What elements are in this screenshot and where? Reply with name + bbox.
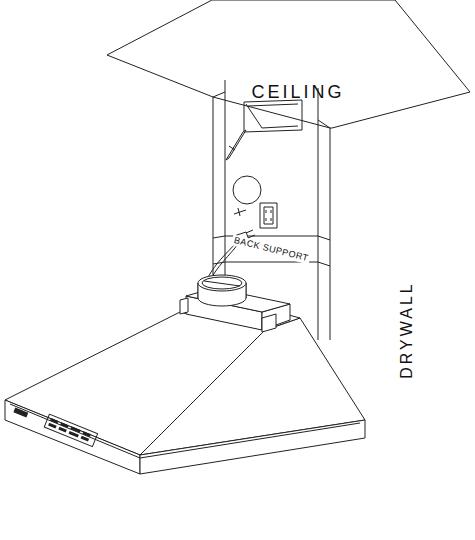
- range-hood: [5, 275, 365, 474]
- electrical-outlet: [260, 203, 277, 228]
- mounting-bracket: [226, 100, 302, 160]
- screw: [234, 208, 246, 216]
- ceiling-plane: [107, 0, 470, 128]
- drywall-label: DRYWALL: [399, 281, 415, 378]
- back-support-label: BACK SUPPORT: [231, 234, 312, 264]
- ceiling-label: CEILING: [251, 83, 344, 101]
- duct-hole: [233, 176, 261, 204]
